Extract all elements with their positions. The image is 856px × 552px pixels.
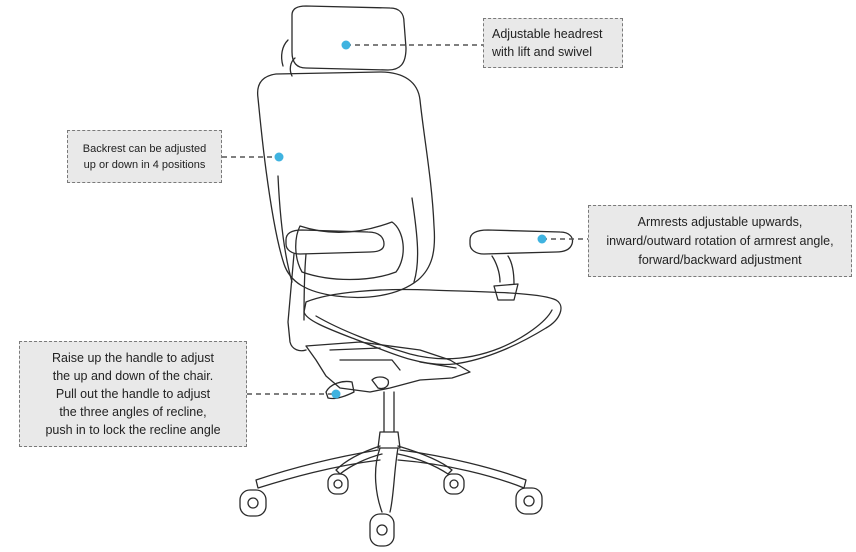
chair-illustration xyxy=(240,6,573,546)
left-armrest-post xyxy=(288,254,306,351)
gas-cylinder xyxy=(378,392,400,448)
caster-right xyxy=(516,488,542,514)
marker-headrest xyxy=(342,41,351,50)
marker-backrest xyxy=(275,153,284,162)
headrest xyxy=(292,6,406,70)
callout-handle-line-5: push in to lock the recline angle xyxy=(45,421,220,439)
callout-handle: Raise up the handle to adjust the up and… xyxy=(19,341,247,447)
marker-handle xyxy=(332,390,341,399)
base-leg-left xyxy=(256,450,380,488)
callout-backrest: Backrest can be adjusted up or down in 4… xyxy=(67,130,222,183)
caster-back-left xyxy=(328,474,348,494)
callout-armrest-line-3: forward/backward adjustment xyxy=(638,251,801,270)
marker-armrest xyxy=(538,235,547,244)
callout-handle-line-4: the three angles of recline, xyxy=(59,403,206,421)
right-armrest-pad xyxy=(470,230,573,254)
callout-backrest-line-2: up or down in 4 positions xyxy=(84,157,206,173)
callout-headrest-line-2: with lift and swivel xyxy=(492,43,592,61)
leader-lines xyxy=(222,45,588,394)
callout-headrest-line-1: Adjustable headrest xyxy=(492,25,603,43)
callout-armrest: Armrests adjustable upwards, inward/outw… xyxy=(588,205,852,277)
caster-front xyxy=(370,514,394,546)
callout-handle-line-2: the up and down of the chair. xyxy=(53,367,214,385)
callout-handle-line-3: Pull out the handle to adjust xyxy=(56,385,210,403)
caster-left xyxy=(240,490,266,516)
backrest xyxy=(258,72,435,297)
seat-rim xyxy=(316,310,552,359)
callout-backrest-line-1: Backrest can be adjusted xyxy=(83,141,207,157)
base-leg-right xyxy=(398,450,526,488)
caster-back-right xyxy=(444,474,464,494)
callout-armrest-line-2: inward/outward rotation of armrest angle… xyxy=(606,232,833,251)
callout-handle-line-1: Raise up the handle to adjust xyxy=(52,349,214,367)
left-armrest-pad xyxy=(286,230,384,254)
callout-armrest-line-1: Armrests adjustable upwards, xyxy=(638,213,803,232)
base-leg-front xyxy=(376,448,398,512)
callout-headrest: Adjustable headrest with lift and swivel xyxy=(483,18,623,68)
seat xyxy=(304,290,561,365)
